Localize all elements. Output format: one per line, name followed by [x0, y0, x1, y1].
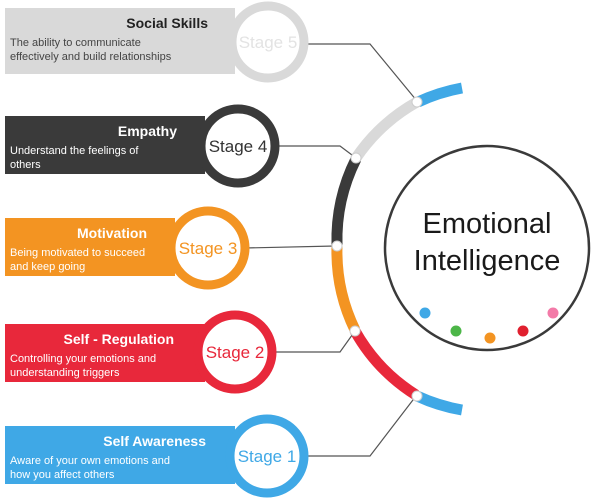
connector-stage2: [272, 330, 356, 353]
connector-stage1: [306, 395, 417, 457]
connector-stage5: [306, 43, 418, 102]
arc-segment-blue-bottom: [414, 390, 464, 416]
stage-title: Motivation: [77, 225, 147, 241]
arc-knob-5: [411, 96, 423, 108]
arc-knob-3: [331, 240, 343, 252]
stage-label: Stage 5: [239, 33, 298, 52]
connector-stage4: [275, 145, 357, 159]
center-title-line1: Emotional: [423, 208, 552, 240]
arc-segment-stage4: [331, 156, 361, 246]
arc-knobs: [331, 96, 423, 402]
stage-label: Stage 1: [238, 447, 297, 466]
stage-title: Self - Regulation: [64, 331, 174, 347]
stage-bar: [5, 218, 175, 276]
center-title-line2: Intelligence: [414, 245, 561, 277]
connectors: [244, 43, 418, 457]
stage-title: Self Awareness: [103, 433, 206, 449]
stage-circle: [196, 104, 280, 188]
stage-label: Stage 3: [179, 239, 238, 258]
center-dot: [450, 325, 462, 337]
stage-desc-line1: Understand the feelings of: [10, 145, 139, 157]
stage-desc-line2: others: [10, 159, 41, 171]
stage-bar: [5, 426, 235, 484]
stage-desc-line2: how you affect others: [10, 469, 115, 481]
stage-circle: [166, 206, 250, 290]
stage-title: Empathy: [118, 123, 177, 139]
stage-bar: [5, 324, 205, 382]
arc-segment-stage3: [331, 245, 360, 333]
center-circle: [383, 144, 591, 352]
arc-segment-stage5: [351, 97, 420, 162]
stage-circle: [227, 1, 309, 83]
stage-desc-line2: and keep going: [10, 261, 85, 273]
center-dot: [419, 307, 431, 319]
stage-desc-line1: Being motivated to succeed: [10, 247, 145, 259]
arc-knob-4: [350, 152, 362, 164]
connector-stage3: [244, 245, 336, 249]
arc-knob-2: [349, 325, 361, 337]
arc-knob-1: [411, 390, 423, 402]
arc-segment-stage2: [350, 328, 419, 400]
stage-desc-line1: Aware of your own emotions and: [10, 455, 170, 467]
center-dot: [517, 325, 529, 337]
stage-title: Social Skills: [126, 15, 208, 31]
stage-bar: [5, 116, 205, 174]
stage-label: Stage 4: [209, 137, 268, 156]
center-dot: [484, 332, 496, 344]
stage-desc-line1: Controlling your emotions and: [10, 353, 156, 365]
stage-circle: [193, 310, 277, 394]
center-dot: [547, 307, 559, 319]
stage-circle: [225, 414, 309, 498]
stage-desc-line2: understanding triggers: [10, 367, 120, 379]
stage-desc-line1: The ability to communicate: [10, 37, 141, 49]
center-dots: [419, 307, 559, 344]
arc-segment-blue-top: [415, 82, 464, 108]
stage-desc-line2: effectively and build relationships: [10, 51, 172, 63]
stage-label: Stage 2: [206, 343, 265, 362]
stage-bar: [5, 8, 235, 74]
